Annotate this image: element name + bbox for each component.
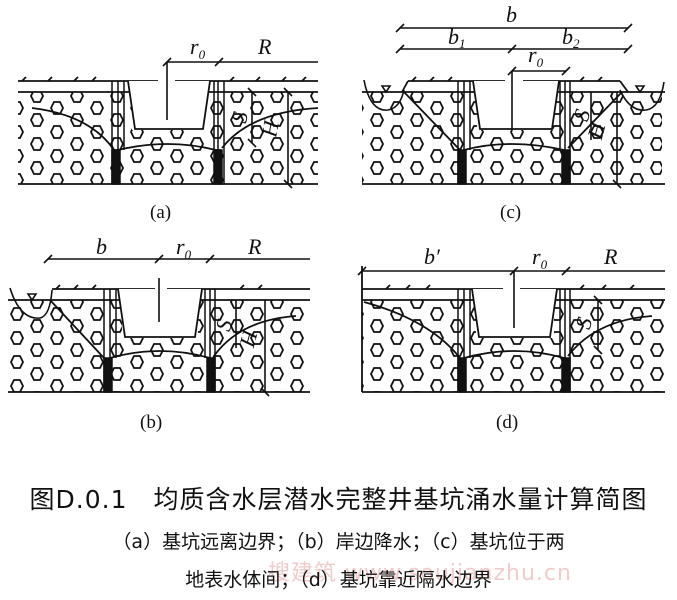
b-prime-label: b′: [424, 244, 441, 269]
H-label: H: [256, 118, 284, 140]
panel-d: b′ r0 R S (d): [357, 244, 665, 433]
R-label: R: [247, 234, 262, 259]
dimension-lines: [162, 57, 318, 189]
b-label: b: [506, 2, 517, 27]
panel-c: b b1 b2 r0 S H (c): [362, 2, 665, 223]
panel-caption: (c): [500, 202, 521, 223]
watermark: 搜建筑 www.soujianzhu.cn: [268, 561, 572, 586]
surface-water-body: [363, 79, 665, 111]
figure-caption-line-2: 地表水体间；（d）基坑靠近隔水边界: [185, 569, 492, 591]
panel-a: r0 R S H (a): [18, 34, 319, 223]
drawdown-curve: [31, 107, 319, 151]
excavation-pit: [472, 80, 560, 130]
dimension-lines: [357, 266, 665, 355]
r0-label: r0: [176, 234, 192, 262]
R-label: R: [603, 244, 618, 269]
excavation-pit: [117, 288, 203, 338]
dimension-lines: [43, 254, 310, 397]
panel-caption: (b): [140, 412, 162, 433]
drawdown-curve: [363, 301, 653, 359]
r0-label: r0: [190, 34, 206, 62]
dimension-lines: [395, 23, 633, 189]
drawdown-curve: [403, 91, 623, 151]
r0-label: r0: [528, 42, 544, 70]
S-label: S: [226, 110, 253, 125]
H-label: H: [582, 119, 611, 143]
excavation-pit: [127, 80, 211, 130]
panel-caption: (a): [150, 202, 171, 223]
drawdown-curve: [49, 299, 297, 359]
R-label: R: [257, 34, 272, 59]
surface-water-body: [9, 287, 53, 319]
b-label: b: [96, 234, 107, 259]
wells: [111, 81, 225, 185]
figure-caption-line-1: （a）基坑远离边界；（b）岸边降水；（c）基坑位于两: [112, 531, 565, 553]
H-label: H: [234, 327, 263, 351]
panel-caption: (d): [496, 412, 518, 433]
b1-label: b1: [448, 24, 466, 51]
b2-label: b2: [562, 24, 580, 51]
r0-label: r0: [532, 244, 548, 272]
wells: [457, 289, 571, 393]
wells: [457, 81, 571, 185]
panel-b: b r0 R S H (b): [8, 234, 310, 433]
wells: [103, 289, 216, 393]
figure-title: 图D.0.1 均质含水层潜水完整井基坑涌水量计算简图: [29, 485, 648, 514]
